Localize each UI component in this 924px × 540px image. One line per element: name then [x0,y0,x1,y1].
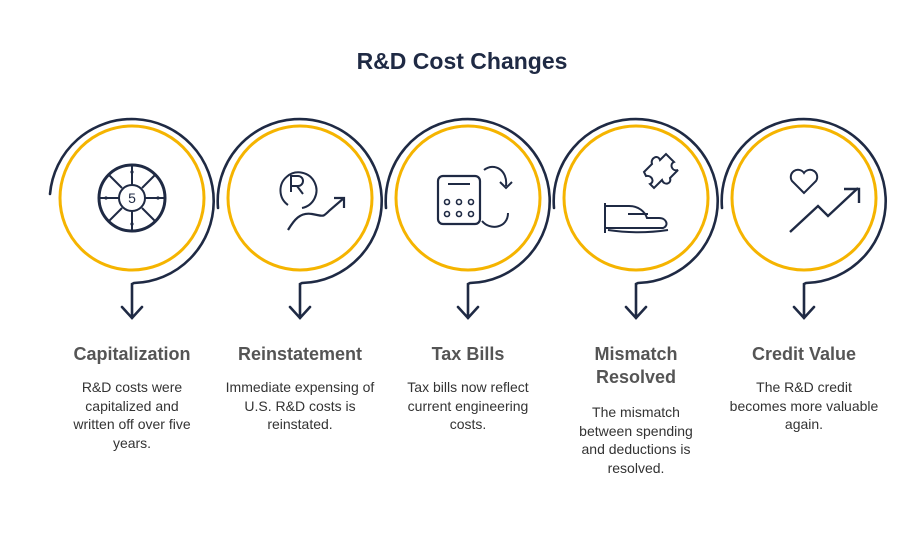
step-description: Immediate expensing of U.S. R&D costs is… [225,379,375,432]
step-title: Mismatch Resolved [594,344,678,387]
step-graphic [552,117,719,320]
page-title: R&D Cost Changes [356,48,568,74]
flow-arrow [384,117,551,320]
heart-trend-up-icon [789,168,861,233]
step-4: Mismatch Resolved The mismatch between s… [552,0,720,540]
step-title: Credit Value [751,344,857,364]
hand-puzzle-icon [604,152,679,234]
step-graphic [384,117,551,320]
step-description: The mismatch between spending and deduct… [579,404,693,476]
flow-arrow [720,117,887,320]
step-graphic [216,117,383,320]
step-title: Reinstatement [237,344,363,364]
svg-text:5: 5 [128,190,136,206]
step-description: The R&D credit becomes more valuable aga… [729,379,879,432]
highlight-ring [58,124,206,272]
flow-arrow [552,117,719,320]
registered-trend-up-icon [279,171,346,231]
step-2: Reinstatement Immediate expensing of U.S… [216,0,384,540]
step-title: Capitalization [73,344,191,364]
step-1: 5 Capitalization R&D costs were capitali… [48,0,216,540]
casino-chip-five-icon: 5 [97,163,167,233]
step-description: R&D costs were capitalized and written o… [73,379,191,451]
step-graphic [720,117,887,320]
step-5: Credit Value The R&D credit becomes more… [720,0,888,540]
step-graphic: 5 [48,117,215,320]
highlight-ring [562,124,710,272]
highlight-ring [730,124,878,272]
flow-arrow [216,117,383,320]
highlight-ring [226,124,374,272]
step-3: Tax Bills Tax bills now reflect current … [384,0,552,540]
calculator-refresh-icon [436,165,513,228]
flow-arrow [48,117,215,320]
highlight-ring [394,124,542,272]
step-description: Tax bills now reflect current engineerin… [407,379,529,432]
step-title: Tax Bills [431,344,505,364]
